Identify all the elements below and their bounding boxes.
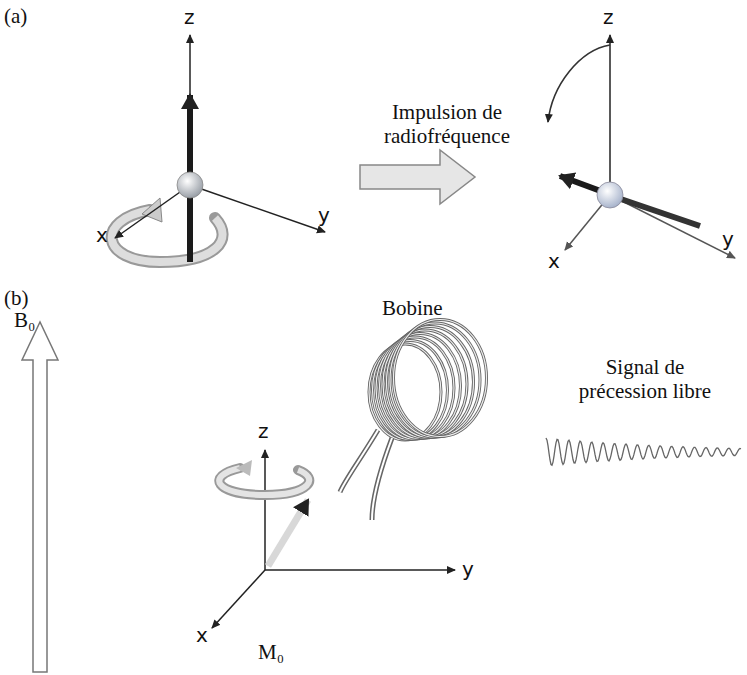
axis-label: z (258, 420, 269, 443)
magnetization-label: M₀ (258, 640, 284, 664)
precession-axes (212, 450, 455, 628)
fid-signal (546, 438, 741, 465)
pulse-label: Impulsion de radiofréquence (372, 100, 522, 148)
spin-after (548, 35, 735, 258)
axis-label: x (196, 624, 208, 647)
b0-arrow (22, 322, 58, 672)
axis-label: x (548, 250, 560, 273)
signal-label: Signal de précession libre (560, 355, 730, 403)
transition-arrow (360, 150, 475, 204)
coil-label: Bobine (382, 296, 443, 320)
spin-before (112, 35, 325, 262)
axis-label: z (184, 6, 195, 29)
coil (340, 320, 487, 521)
panel-letter: (b) (4, 286, 29, 310)
axis-label: y (722, 228, 734, 251)
panel-letter: (a) (4, 4, 27, 28)
axis-label: y (462, 558, 474, 581)
axis-label: z (603, 6, 614, 29)
axis-label: y (318, 204, 330, 227)
field-label: B₀ (14, 308, 35, 332)
axis-label: x (96, 224, 108, 247)
